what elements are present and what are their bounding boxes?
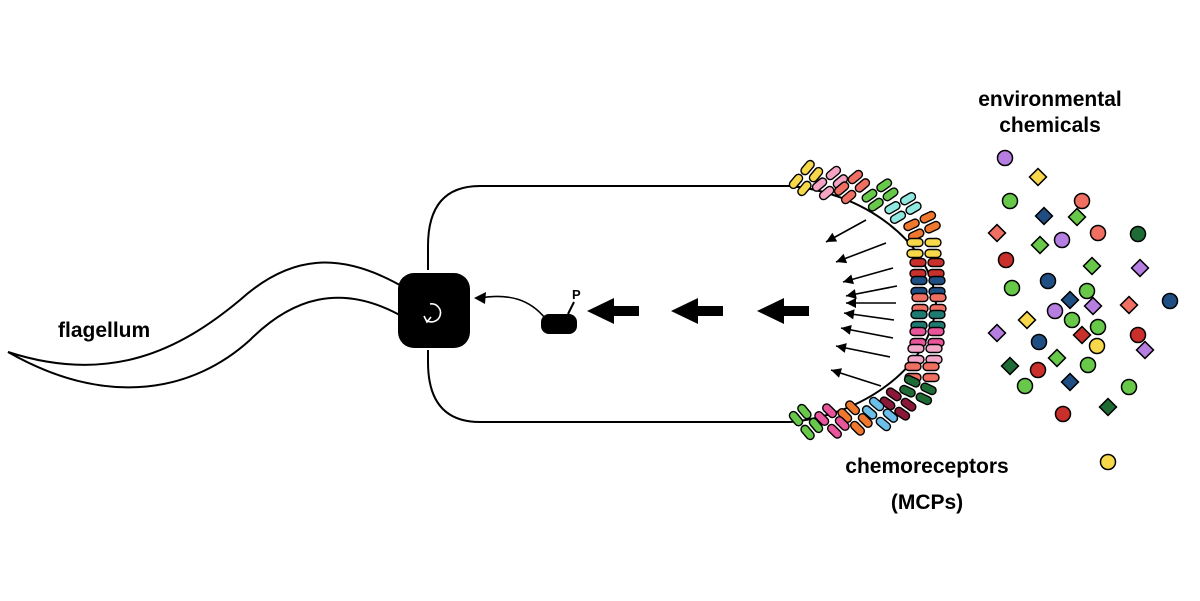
environmental-chemicals	[987, 149, 1179, 471]
receptor-signal-arrow	[843, 309, 895, 321]
signal-arrow-icon	[587, 298, 639, 324]
receptor-signal-arrow	[830, 368, 882, 387]
chemical-circle	[1079, 356, 1097, 374]
chemical-diamond	[1017, 310, 1037, 330]
chemoreceptor-array	[788, 159, 947, 441]
chemoreceptor-dimer	[811, 165, 849, 201]
signal-arrow-icon	[757, 298, 809, 324]
chey-to-motor-arrow	[479, 295, 546, 319]
chemoreceptor-dimer	[861, 178, 899, 212]
chemoreceptor-dimer	[909, 257, 945, 279]
signal-arrows	[587, 298, 809, 324]
chemical-diamond	[1082, 256, 1102, 276]
chemical-circle	[1099, 453, 1117, 471]
chemical-circle	[1088, 337, 1106, 355]
chemical-circle	[1003, 279, 1021, 297]
receptor-signal-arrows	[825, 219, 898, 387]
chemical-circle	[996, 149, 1014, 167]
chemoreceptor-dimer	[906, 237, 942, 259]
receptor-signal-arrow	[825, 219, 867, 243]
chemical-circle	[997, 251, 1015, 269]
environmental-chemicals-label: environmental chemicals	[978, 88, 1122, 137]
chemoreceptor-dimer	[907, 343, 943, 365]
chemoreceptor-dimer	[910, 275, 946, 297]
chemical-diamond	[1047, 348, 1067, 368]
chemoreceptor-dimer	[884, 192, 922, 224]
chemical-diamond	[1135, 340, 1155, 360]
chemical-diamond	[1028, 167, 1048, 187]
chemical-diamond	[1072, 325, 1092, 345]
chemical-circle	[1089, 318, 1107, 336]
flagellum-tail-outer	[7, 261, 406, 366]
chemical-diamond	[1060, 290, 1080, 310]
chemoreceptor-dimer	[910, 309, 946, 331]
chemoreceptor-dimer	[899, 374, 937, 406]
chemical-circle	[1029, 361, 1047, 379]
chemical-diamond	[987, 223, 1007, 243]
receptor-signal-arrow	[842, 267, 894, 285]
receptor-signal-arrow	[845, 285, 898, 299]
chemical-circle	[1129, 225, 1147, 243]
chemical-diamond	[1098, 397, 1118, 417]
chemical-circle	[1120, 378, 1138, 396]
receptor-signal-arrow	[835, 343, 891, 358]
chemical-diamond	[1000, 356, 1020, 376]
chemical-circle	[1030, 333, 1048, 351]
chemoreceptor-dimer	[833, 169, 871, 205]
chemical-diamond	[1060, 372, 1080, 392]
chemical-circle	[1161, 292, 1179, 310]
chemoreceptor-dimer	[788, 159, 824, 197]
chemical-circle	[1054, 405, 1072, 423]
receptor-signal-arrow	[846, 298, 896, 308]
chemical-circle	[1129, 326, 1147, 344]
receptor-signal-arrow	[840, 324, 894, 339]
cell-membrane	[427, 185, 938, 423]
chemoreceptor-dimer	[788, 403, 824, 441]
flagellar-motor-rotation-icon	[398, 273, 470, 348]
chemical-diamond	[1083, 296, 1103, 316]
chemoreceptor-dimer	[861, 396, 899, 432]
chemical-circle	[1016, 377, 1034, 395]
chemoreceptor-dimer	[837, 400, 873, 436]
chemical-circle	[1063, 311, 1081, 329]
chemical-diamond	[987, 323, 1007, 343]
chemical-circle	[1039, 272, 1057, 290]
chemical-diamond	[1067, 207, 1087, 227]
chemical-circle	[1073, 192, 1091, 210]
chemical-diamond	[1034, 206, 1054, 226]
flagellum-label: flagellum	[58, 319, 151, 342]
phosphate-label: P	[572, 287, 581, 302]
chemical-circle	[1078, 282, 1096, 300]
phosphorylated-cheY-icon	[541, 301, 577, 334]
chemoreceptor-dimer	[903, 210, 941, 242]
signal-arrow-icon	[671, 298, 723, 324]
chemical-circle	[1089, 224, 1107, 242]
chemoreceptors-label: chemoreceptors (MCPs)	[845, 455, 1009, 514]
chemical-circle	[1053, 231, 1071, 249]
chemical-circle	[1046, 302, 1064, 320]
chemical-diamond	[1119, 295, 1139, 315]
chemoreceptor-dimer	[879, 387, 917, 421]
chemoreceptor-dimer	[911, 292, 947, 314]
chemical-diamond	[1030, 235, 1050, 255]
chemical-circle	[1001, 192, 1019, 210]
receptor-signal-arrow	[835, 242, 887, 264]
flagellum-tail-inner	[7, 296, 406, 389]
chemical-diamond	[1130, 258, 1150, 278]
chemoreceptor-dimer	[814, 403, 850, 439]
